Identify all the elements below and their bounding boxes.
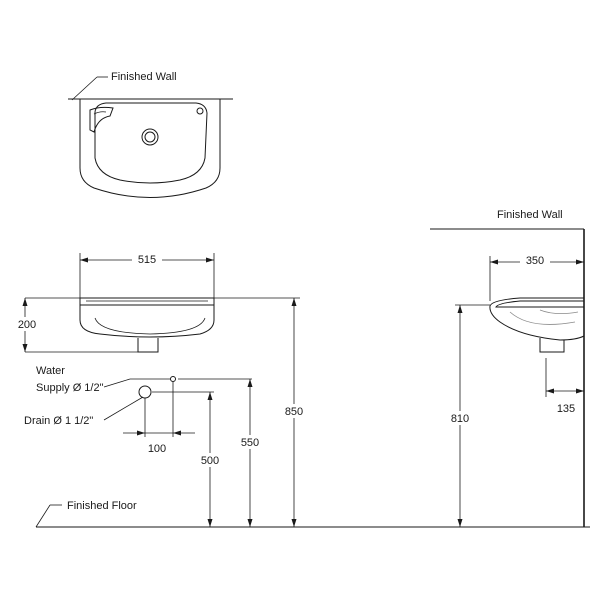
finished-wall-side-label: Finished Wall — [497, 209, 563, 221]
water-supply-label-1: Water — [36, 365, 65, 377]
finished-wall-top-leader — [71, 76, 98, 101]
water-supply-label-2: Supply Ø 1/2" — [36, 382, 104, 394]
finished-floor-label: Finished Floor — [67, 500, 137, 512]
top-view-drain-inner — [144, 131, 156, 143]
rim-height-value: 850 — [285, 406, 303, 418]
front-width-arrow-left — [80, 257, 88, 263]
front-depth-arrow-bottom — [22, 344, 28, 352]
front-width-value: 515 — [138, 254, 156, 266]
side-projection-value: 350 — [526, 255, 544, 267]
supply-height-arrow-top — [247, 379, 253, 387]
drain-symbol — [138, 385, 152, 399]
top-view-bowl — [94, 102, 208, 184]
pipe-spacing-arrow-right — [173, 430, 181, 436]
front-basin-body — [79, 305, 215, 338]
finished-floor-leader — [35, 504, 51, 528]
supply-height-value: 550 — [241, 437, 259, 449]
front-depth-arrow-top — [22, 298, 28, 306]
drain-leader — [103, 396, 144, 421]
side-drain-offset-value: 135 — [557, 403, 575, 415]
side-rim-height-arrow-bottom — [457, 519, 463, 527]
side-rim-height-arrow-top — [457, 305, 463, 313]
drain-height-arrow-top — [207, 392, 213, 400]
side-basin-profile — [489, 297, 585, 341]
rim-height-arrow-bottom — [291, 519, 297, 527]
front-drain-stub — [137, 338, 159, 353]
top-view-basin-outline — [79, 99, 221, 198]
top-view: Finished Wall — [68, 71, 233, 198]
top-view-drain-outer — [141, 128, 159, 146]
front-width-arrow-right — [206, 257, 214, 263]
finished-wall-top-label: Finished Wall — [111, 71, 177, 83]
rim-height-arrow-top — [291, 298, 297, 306]
front-view: 515 200 Water Supply Ø 1/2" Drain Ø 1 1/… — [12, 252, 308, 527]
side-projection-arrow-left — [490, 259, 498, 265]
side-basin-bowl-hidden-2 — [539, 309, 579, 314]
side-projection-arrow-right — [576, 259, 584, 265]
drain-height-arrow-bottom — [207, 519, 213, 527]
top-view-soap-shelf — [89, 106, 114, 133]
pipe-spacing-value: 100 — [148, 443, 166, 455]
supply-height-arrow-bottom — [247, 519, 253, 527]
top-view-soap-shelf-inner — [93, 111, 107, 115]
drain-label: Drain Ø 1 1/2" — [24, 415, 93, 427]
side-basin-bowl-hidden — [509, 311, 576, 325]
water-supply-leader — [103, 378, 131, 388]
front-basin-rim — [79, 297, 215, 306]
front-depth-value: 200 — [18, 319, 36, 331]
finished-floor: Finished Floor — [35, 500, 590, 528]
top-view-tap-hole — [196, 107, 204, 115]
water-supply-symbol — [170, 376, 176, 382]
drain-height-value: 500 — [201, 455, 219, 467]
side-drain-offset-arrow-left — [546, 388, 554, 394]
side-drain-offset-arrow-right — [576, 388, 584, 394]
side-drain-stub — [539, 338, 565, 353]
side-basin-rim — [495, 300, 584, 308]
side-rim-height-value: 810 — [451, 413, 469, 425]
side-view: Finished Wall 350 810 135 — [430, 209, 585, 527]
front-basin-bowl — [94, 317, 206, 335]
pipe-spacing-arrow-left — [137, 430, 145, 436]
